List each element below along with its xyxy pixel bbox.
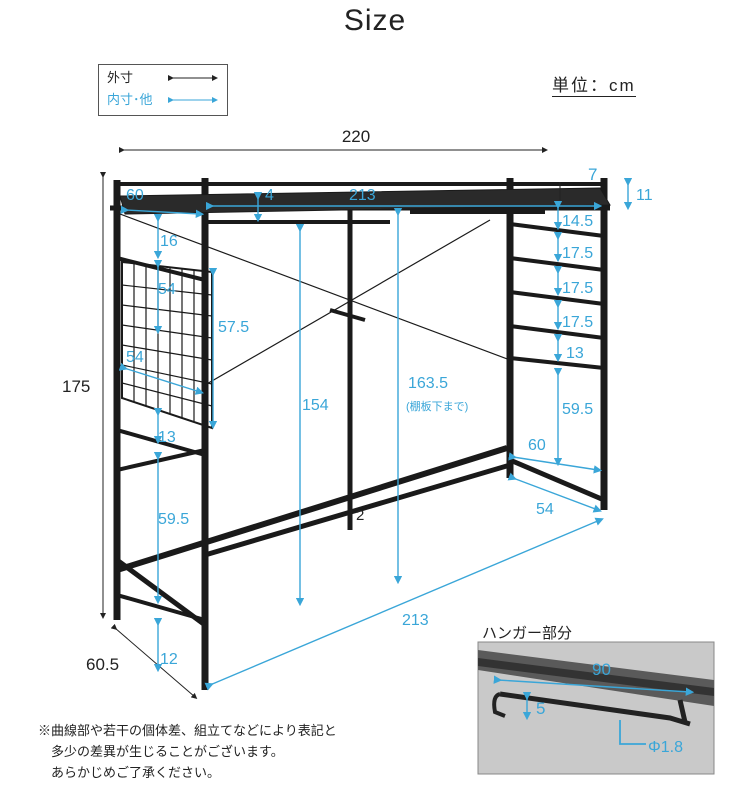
label-7: 7 — [588, 165, 597, 184]
label-13-right: 13 — [566, 345, 584, 362]
hanger-inset: 90 5 Φ1.8 — [477, 641, 715, 775]
bed-frame — [110, 178, 611, 690]
legend-outer-label: 外寸 — [107, 70, 134, 85]
dim-depth-60-5 — [110, 623, 198, 699]
label-4: 4 — [265, 187, 274, 204]
label-14-5: 14.5 — [562, 213, 593, 230]
label-59-5-right: 59.5 — [562, 401, 593, 418]
legend-inner-label: 内寸･他 — [107, 92, 153, 107]
label-17-5-c: 17.5 — [562, 314, 593, 331]
label-12: 12 — [160, 651, 178, 668]
legend-inner: 内寸･他 — [107, 91, 153, 109]
legend-outer: 外寸 — [107, 69, 133, 87]
legend-box: 外寸 内寸･他 — [98, 64, 228, 116]
inset-diameter-label: Φ1.8 — [648, 739, 683, 756]
label-13-left: 13 — [158, 429, 176, 446]
inset-drop-label: 5 — [536, 699, 545, 718]
label-213-top: 213 — [349, 187, 376, 204]
label-213-bottom: 213 — [402, 612, 429, 629]
label-depth-60: 60 — [126, 187, 144, 204]
label-220: 220 — [342, 127, 370, 146]
label-17-5-b: 17.5 — [562, 280, 593, 297]
label-175: 175 — [62, 377, 90, 396]
unit-label: 単位：cm — [552, 76, 636, 97]
legend-arrows — [168, 75, 218, 103]
inset-title: ハンガー部分 — [482, 625, 573, 642]
label-54-mesh: 54 — [158, 281, 176, 298]
inner-dimensions — [118, 177, 633, 691]
label-16: 16 — [160, 233, 178, 250]
inset-length-label: 90 — [592, 660, 611, 679]
label-60-right: 60 — [528, 437, 546, 454]
note-line: ※曲線部や若干の個体差、組立てなどにより表記と — [38, 723, 337, 738]
brace-clamp — [329, 308, 366, 322]
label-54-depth: 54 — [126, 349, 144, 366]
label-59-5-left: 59.5 — [158, 511, 189, 528]
note-line: 多少の差異が生じることがございます。 — [38, 744, 284, 759]
cross-brace-1 — [119, 213, 511, 361]
label-54-right: 54 — [536, 501, 554, 518]
label-11: 11 — [636, 187, 653, 204]
bottom-rail-back — [116, 445, 508, 573]
label-60-5: 60.5 — [86, 655, 119, 674]
label-154: 154 — [302, 397, 329, 414]
cross-brace-2 — [204, 219, 491, 386]
label-57-5: 57.5 — [218, 319, 249, 336]
label-17-5-a: 17.5 — [562, 245, 593, 262]
disclaimer-note: ※曲線部や若干の個体差、組立てなどにより表記と 多少の差異が生じることがございま… — [38, 720, 337, 783]
label-163-5: 163.5 — [408, 375, 448, 392]
page-title: Size — [343, 4, 407, 37]
note-line: あらかじめご了承ください。 — [38, 765, 221, 780]
label-2: 2 — [356, 507, 364, 524]
label-shelf-note: (棚板下まで) — [406, 399, 468, 413]
